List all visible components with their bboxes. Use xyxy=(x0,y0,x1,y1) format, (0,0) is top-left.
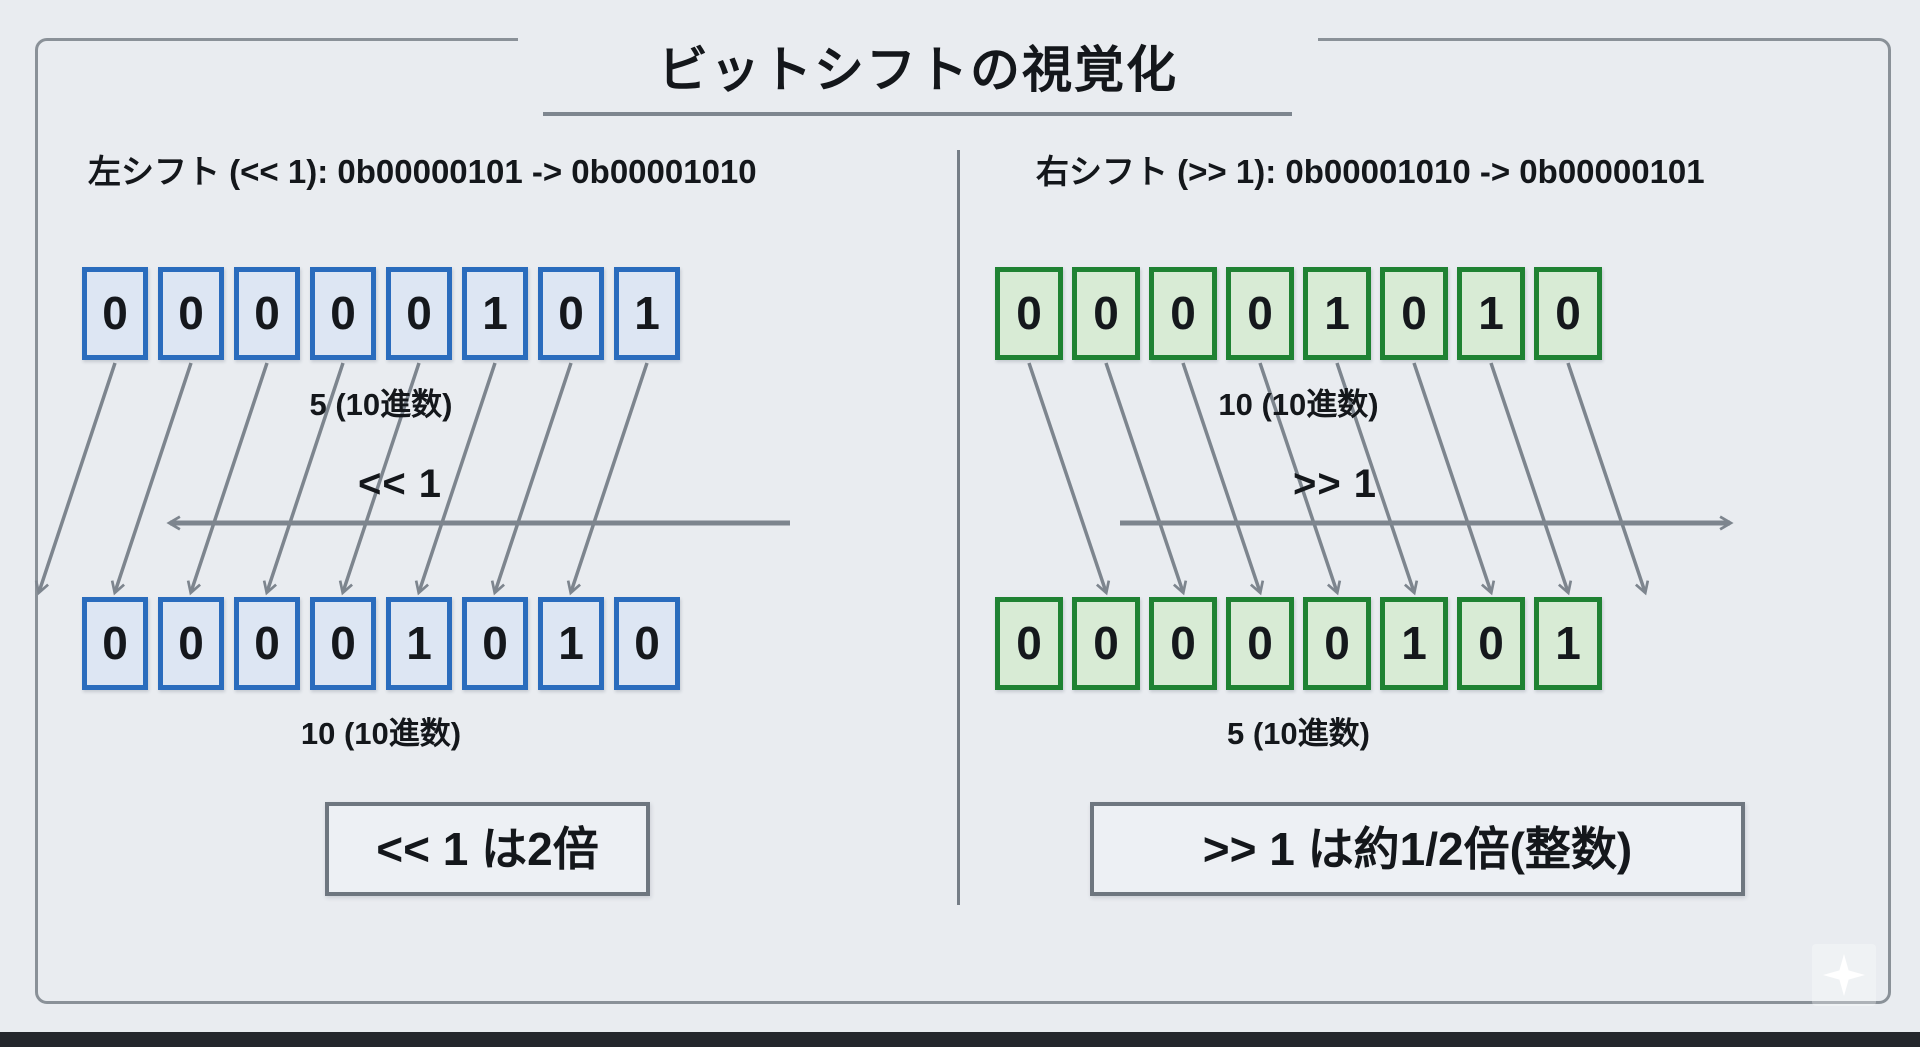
bit-box: 0 xyxy=(1226,267,1294,360)
title-underline xyxy=(543,112,1292,116)
panel-divider xyxy=(957,150,960,905)
bit-box: 0 xyxy=(1072,597,1140,690)
bit-box: 0 xyxy=(538,267,604,360)
bit-box: 0 xyxy=(386,267,452,360)
bit-box: 0 xyxy=(158,267,224,360)
bit-box: 0 xyxy=(1149,597,1217,690)
right-bottom-row-decimal-label: 5 (10進数) xyxy=(1227,716,1370,751)
right-top-row-decimal-label: 10 (10進数) xyxy=(1218,387,1379,422)
bit-box: 0 xyxy=(1072,267,1140,360)
right-shift-operator-label: >> 1 xyxy=(1292,462,1378,506)
bit-box: 1 xyxy=(386,597,452,690)
right-result-box: >> 1 は約1/2倍(整数) xyxy=(1090,802,1745,896)
page-title: ビットシフトの視覚化 xyxy=(518,34,1318,106)
right-result-text: >> 1 は約1/2倍(整数) xyxy=(1202,823,1633,875)
bit-box: 0 xyxy=(995,597,1063,690)
bit-box: 0 xyxy=(995,267,1063,360)
bit-box: 0 xyxy=(1303,597,1371,690)
bit-box: 1 xyxy=(1380,597,1448,690)
bit-box: 0 xyxy=(82,267,148,360)
bit-box: 1 xyxy=(1303,267,1371,360)
four-point-star-icon xyxy=(1823,954,1865,996)
bit-box: 0 xyxy=(234,267,300,360)
bit-box: 0 xyxy=(158,597,224,690)
left-shift-operator-label: << 1 xyxy=(357,462,443,506)
bit-box: 0 xyxy=(614,597,680,690)
bit-box: 1 xyxy=(1457,267,1525,360)
left-bottom-row-decimal-label: 10 (10進数) xyxy=(300,716,462,751)
bit-box: 0 xyxy=(1457,597,1525,690)
left-result-box: << 1 は2倍 xyxy=(325,802,650,896)
bit-box: 0 xyxy=(1226,597,1294,690)
bit-box: 0 xyxy=(1380,267,1448,360)
bit-box: 0 xyxy=(310,267,376,360)
bit-box: 0 xyxy=(234,597,300,690)
bit-box: 0 xyxy=(462,597,528,690)
bit-box: 1 xyxy=(614,267,680,360)
watermark-badge xyxy=(1812,944,1876,1006)
bit-box: 1 xyxy=(538,597,604,690)
bit-box: 0 xyxy=(82,597,148,690)
bit-box: 0 xyxy=(1149,267,1217,360)
left-top-row-decimal-label: 5 (10進数) xyxy=(309,387,453,422)
bit-box: 0 xyxy=(310,597,376,690)
bit-box: 0 xyxy=(1534,267,1602,360)
right-panel-header: 右シフト (>> 1): 0b00001010 -> 0b00000101 xyxy=(1036,153,1705,190)
bit-box: 1 xyxy=(1534,597,1602,690)
left-panel-header: 左シフト (<< 1): 0b00000101 -> 0b00001010 xyxy=(88,153,757,190)
bit-box: 1 xyxy=(462,267,528,360)
bottom-strip xyxy=(0,1032,1920,1047)
left-result-text: << 1 は2倍 xyxy=(376,823,599,875)
